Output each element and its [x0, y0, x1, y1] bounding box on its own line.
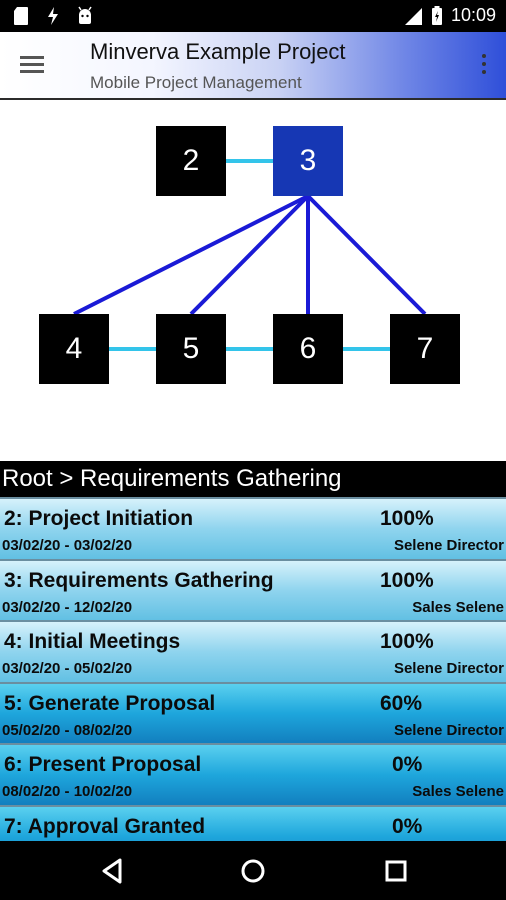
signal-icon: [403, 7, 422, 25]
task-row[interactable]: 7: Approval Granted 0%: [0, 804, 506, 841]
status-bar: 10:09: [0, 0, 506, 32]
task-dates: 03/02/20 - 03/02/20: [2, 537, 133, 554]
task-percent: 0%: [392, 814, 423, 838]
task-row[interactable]: 5: Generate Proposal 60% 05/02/20 - 08/0…: [0, 681, 506, 743]
task-owner: Sales Selene: [412, 598, 504, 616]
task-percent: 100%: [380, 630, 434, 653]
home-icon[interactable]: [237, 855, 269, 887]
task-dates: 03/02/20 - 12/02/20: [2, 598, 133, 616]
task-diagram: 2 3 4 5 6 7: [0, 100, 506, 460]
task-dates: 08/02/20 - 10/02/20: [2, 783, 133, 800]
app-subtitle: Mobile Project Management: [90, 73, 302, 92]
task-percent: 60%: [380, 691, 423, 715]
sd-card-icon: [14, 7, 28, 25]
breadcrumb[interactable]: Root > Requirements Gathering: [0, 461, 506, 497]
task-dates: 03/02/20 - 05/02/20: [2, 660, 133, 677]
system-nav-bar: [0, 841, 506, 900]
task-row[interactable]: 3: Requirements Gathering 100% 03/02/20 …: [0, 558, 506, 620]
recents-icon[interactable]: [380, 855, 412, 887]
task-percent: 0%: [392, 753, 423, 776]
node-2[interactable]: 2: [156, 126, 226, 196]
overflow-menu-icon[interactable]: [480, 54, 488, 80]
task-name: 6: Present Proposal: [4, 753, 202, 776]
node-6[interactable]: 6: [273, 314, 343, 384]
app-bar: Minverva Example Project Mobile Project …: [0, 32, 506, 100]
link-3-7: [306, 194, 427, 316]
android-icon: [78, 6, 92, 24]
task-owner: Selene Director: [393, 537, 504, 554]
task-row[interactable]: 6: Present Proposal 0% 08/02/20 - 10/02/…: [0, 743, 506, 805]
link-3-5: [189, 194, 310, 316]
node-7[interactable]: 7: [390, 314, 460, 384]
clock: 10:09: [450, 5, 496, 25]
task-name: 3: Requirements Gathering: [4, 568, 274, 592]
task-dates: 05/02/20 - 08/02/20: [2, 721, 133, 739]
link-3-4: [73, 194, 309, 316]
task-percent: 100%: [380, 507, 434, 530]
task-owner: Sales Selene: [412, 783, 504, 800]
task-name: 5: Generate Proposal: [4, 691, 216, 715]
task-owner: Selene Director: [393, 721, 504, 739]
task-name: 4: Initial Meetings: [4, 630, 181, 653]
task-row[interactable]: 4: Initial Meetings 100% 03/02/20 - 05/0…: [0, 620, 506, 682]
battery-icon: [431, 5, 442, 25]
node-3[interactable]: 3: [273, 126, 343, 196]
menu-icon[interactable]: [20, 52, 48, 78]
app-title: Minverva Example Project: [90, 39, 346, 64]
task-owner: Selene Director: [393, 660, 504, 677]
back-icon[interactable]: [96, 855, 128, 887]
node-4[interactable]: 4: [39, 314, 109, 384]
task-name: 7: Approval Granted: [4, 814, 206, 838]
task-list[interactable]: 2: Project Initiation 100% 03/02/20 - 03…: [0, 497, 506, 841]
task-row[interactable]: 2: Project Initiation 100% 03/02/20 - 03…: [0, 497, 506, 559]
task-percent: 100%: [380, 568, 434, 592]
flash-icon: [48, 7, 58, 25]
diagram-links: [73, 159, 427, 351]
task-name: 2: Project Initiation: [4, 507, 194, 530]
node-5[interactable]: 5: [156, 314, 226, 384]
